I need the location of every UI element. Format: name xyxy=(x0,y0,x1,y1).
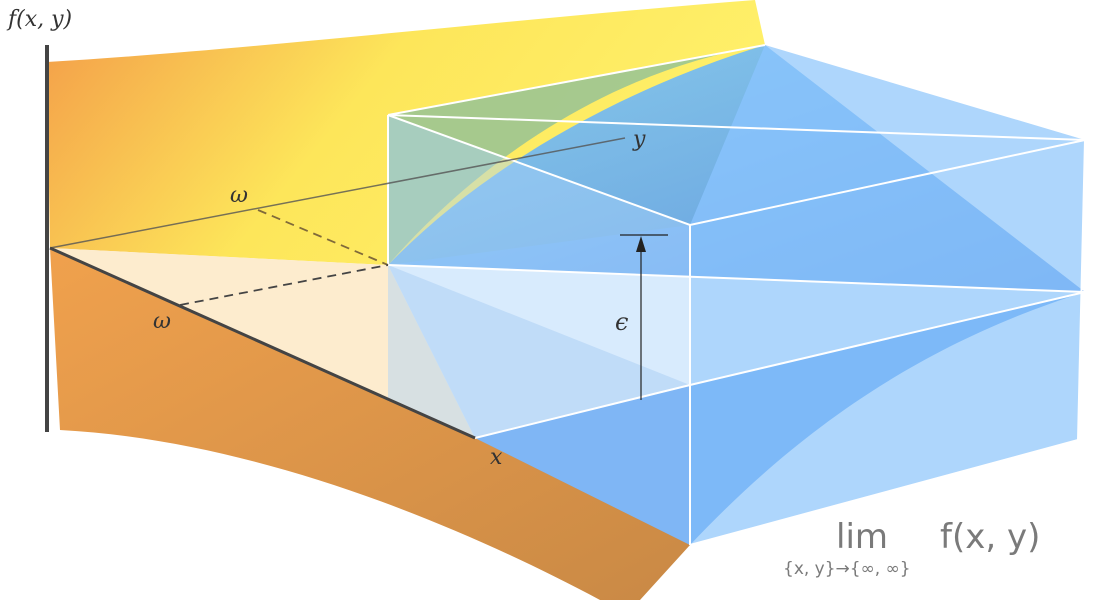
epsilon-label: ϵ xyxy=(615,308,628,336)
surface-lower xyxy=(50,248,690,600)
y-axis-label: y xyxy=(632,127,646,152)
base-plane-blue xyxy=(388,265,690,438)
box-front-face xyxy=(388,115,690,545)
arrowhead-icon xyxy=(636,236,646,252)
limit-subscript: {x, y}→{∞, ∞} xyxy=(783,559,911,579)
limit-operator: lim xyxy=(836,517,888,557)
omega-x-label: ω xyxy=(153,309,171,334)
omega-y-dashed xyxy=(257,209,389,266)
omega-x-dashed xyxy=(179,264,389,306)
x-axis xyxy=(49,246,476,440)
surface-green xyxy=(388,45,765,265)
y-axis xyxy=(49,137,626,249)
f-axis-label: f(x, y) xyxy=(6,7,72,32)
box-edges xyxy=(387,44,1086,546)
limit-expression: f(x, y) xyxy=(940,517,1040,557)
box-right-face xyxy=(690,45,1085,545)
x-axis-label: x xyxy=(490,445,503,470)
omega-y-label: ω xyxy=(230,183,248,208)
